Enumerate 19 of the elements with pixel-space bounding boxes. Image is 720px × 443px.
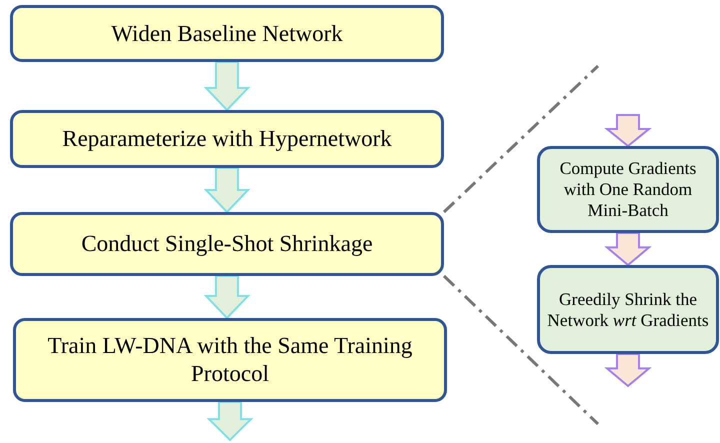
- process-box: [10, 110, 444, 168]
- process-box: [13, 318, 447, 402]
- process-box: [10, 212, 444, 276]
- process-box: [537, 146, 719, 233]
- process-box: [10, 5, 444, 62]
- step-text: Reparameterize with Hypernetwork: [62, 125, 392, 153]
- block-arrow: [604, 114, 652, 148]
- step-text: Widen Baseline Network: [111, 20, 343, 48]
- step-text: Train LW-DNA with the Same Training Protocol: [46, 332, 414, 388]
- process-box: [537, 265, 719, 354]
- block-arrow: [206, 401, 254, 442]
- block-arrow: [204, 275, 250, 320]
- step-text: Compute Gradients with One Random Mini-Batch: [558, 158, 698, 221]
- block-arrow: [204, 167, 250, 214]
- step-text: Conduct Single-Shot Shrinkage: [81, 230, 373, 258]
- block-arrow: [604, 353, 652, 388]
- step-text: Greedily Shrink the Network wrt Gradients: [546, 288, 710, 330]
- block-arrow: [204, 61, 250, 112]
- block-arrow: [604, 232, 652, 266]
